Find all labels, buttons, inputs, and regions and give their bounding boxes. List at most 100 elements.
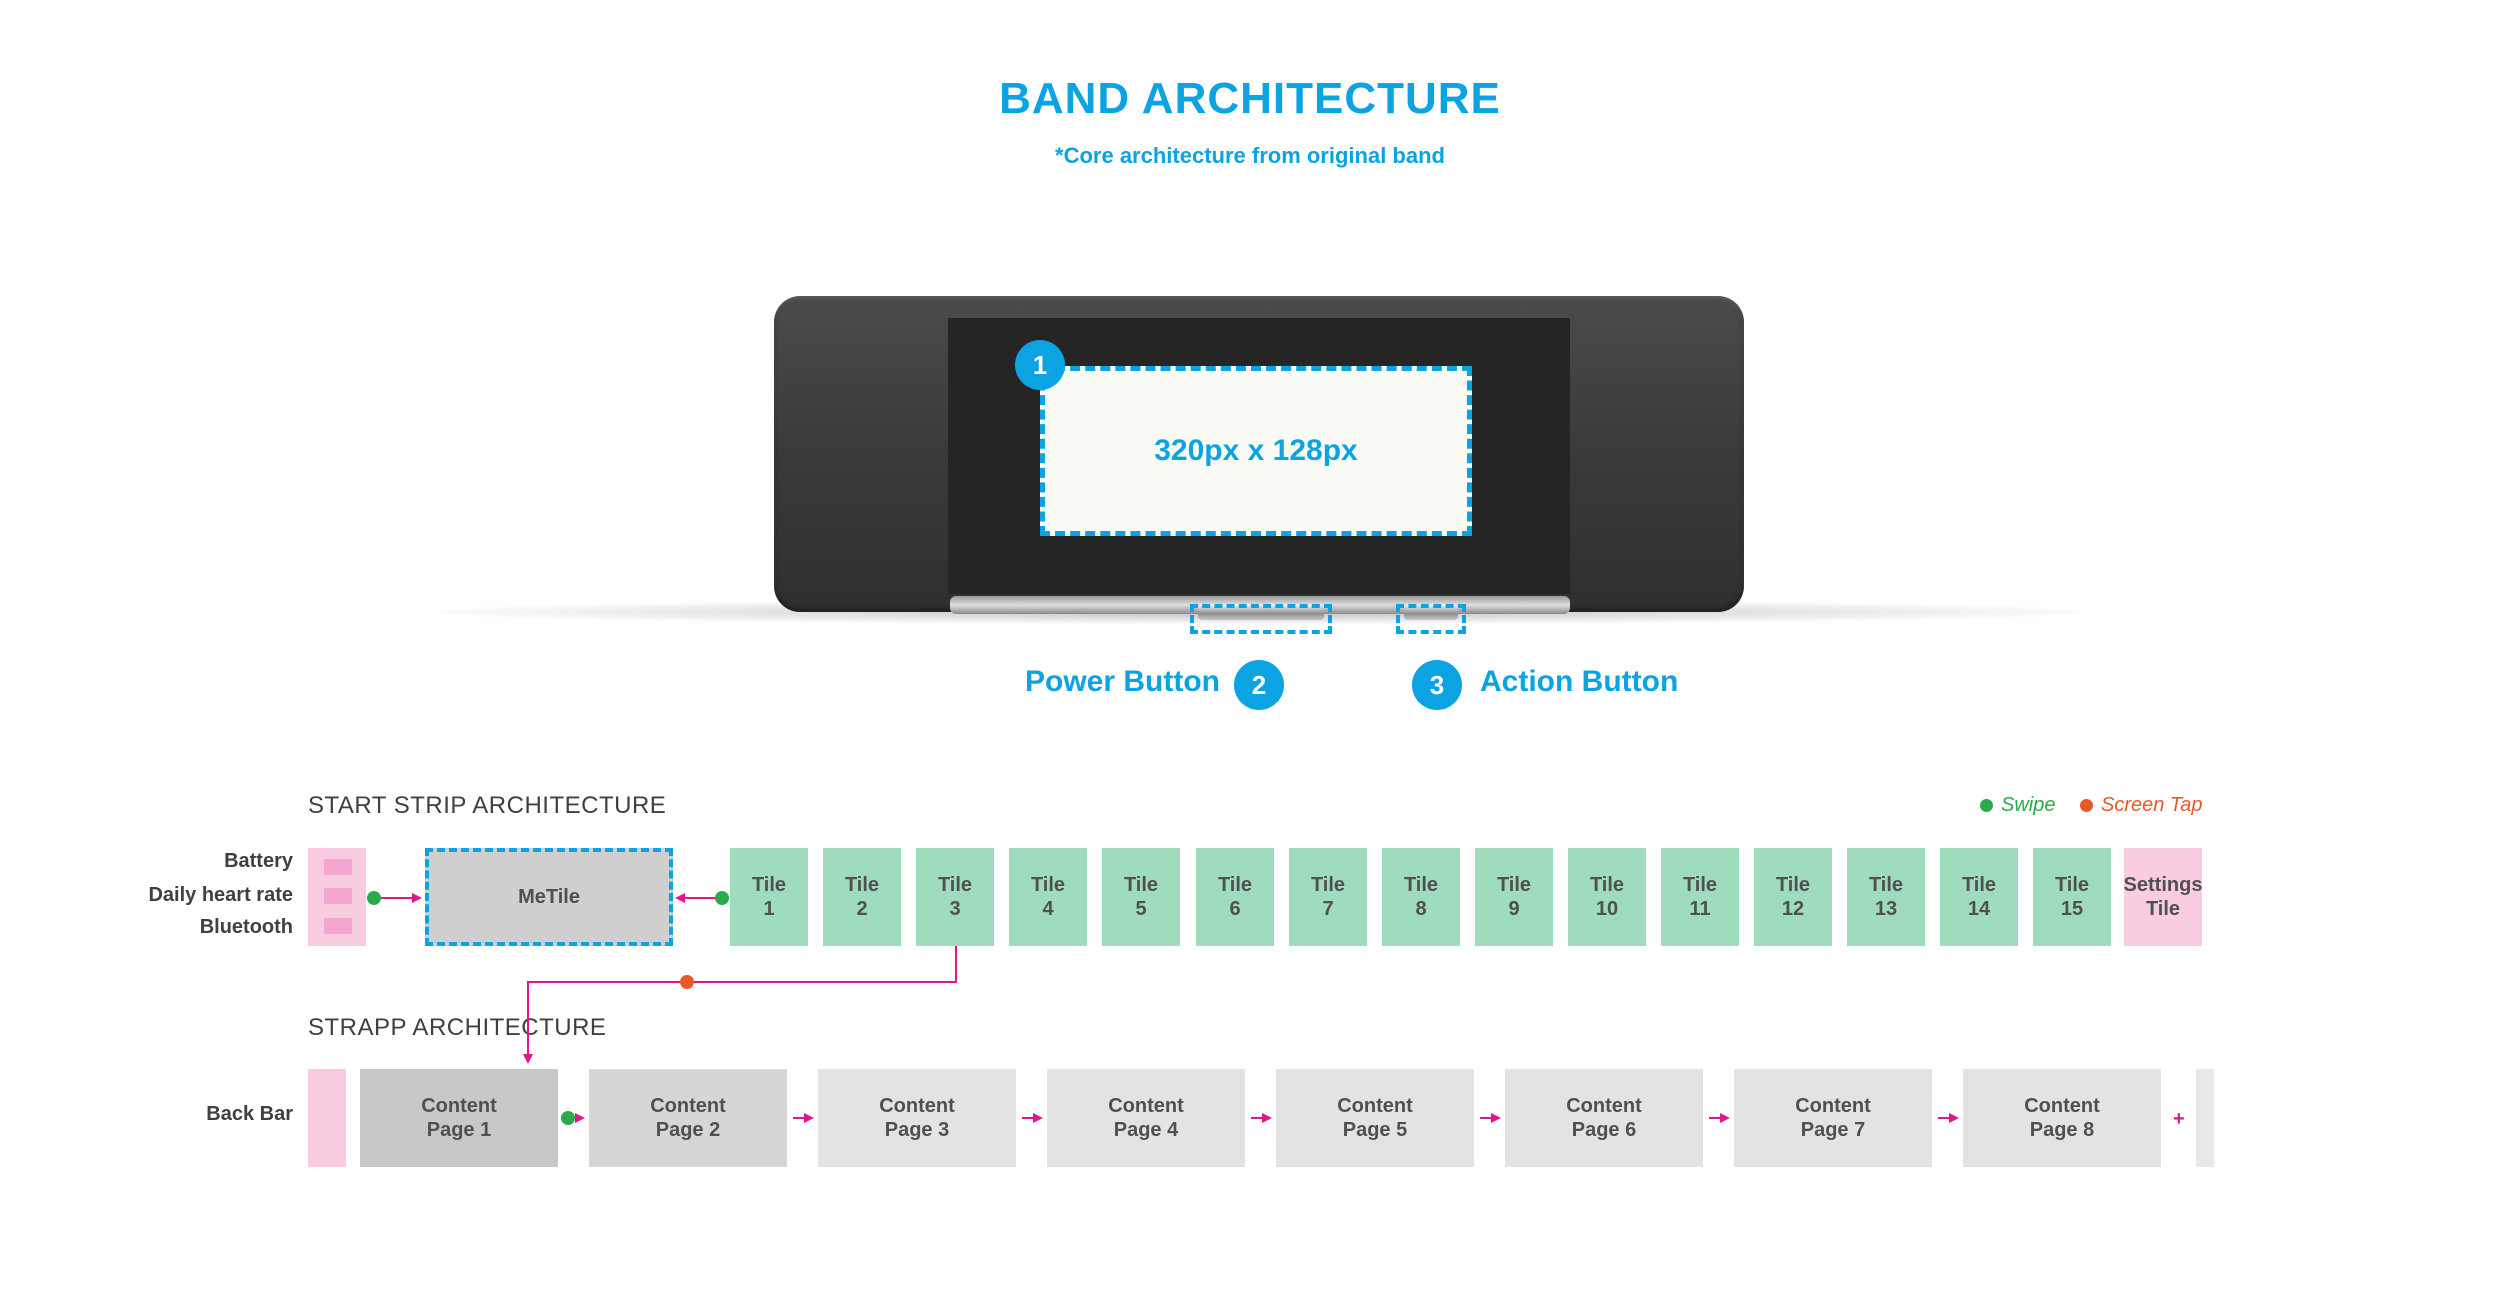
settings-tile[interactable]: Settings Tile: [2124, 848, 2202, 946]
side-label-back-bar: Back Bar: [206, 1103, 293, 1125]
legend-swipe: Swipe: [1980, 794, 2055, 817]
tile-number: 10: [1595, 898, 1619, 920]
screen-tap-dot-icon: [680, 975, 694, 989]
content-page-number: Page 4: [1113, 1119, 1179, 1141]
action-button-outline: [1396, 604, 1466, 634]
content-page-number: Page 2: [655, 1119, 721, 1141]
tile-label: Tile: [751, 874, 787, 896]
tile-label: Tile: [1868, 874, 1904, 896]
tile-label: Tile: [1682, 874, 1718, 896]
tile-label: Tile: [2054, 874, 2090, 896]
device-screen-area: 320px x 128px: [1040, 366, 1472, 536]
tile-label: Tile: [1775, 874, 1811, 896]
tiles-to-metile-connector: [675, 891, 729, 905]
tile-label: Tile: [937, 874, 973, 896]
tile-label: Tile: [1123, 874, 1159, 896]
action-button-number-badge: 3: [1412, 660, 1462, 710]
tile-number: 6: [1229, 898, 1241, 920]
back-bar[interactable]: [308, 1069, 346, 1167]
tile-number: 13: [1874, 898, 1898, 920]
start-strip-title: START STRIP ARCHITECTURE: [308, 792, 667, 819]
status-heart-rate-indicator: [324, 888, 352, 904]
tile-number: 9: [1508, 898, 1520, 920]
content-page-label: Content: [1795, 1095, 1871, 1117]
screen-tap-dot-icon: [2080, 799, 2093, 812]
swipe-dot-icon: [367, 891, 381, 905]
tile-number: 7: [1322, 898, 1334, 920]
legend-screen-tap-label: Screen Tap: [2101, 794, 2203, 816]
tile-number: 8: [1415, 898, 1427, 920]
power-button-label: Power Button: [1025, 665, 1220, 698]
content-page-number: Page 1: [426, 1119, 492, 1141]
content-page-label: Content: [650, 1095, 726, 1117]
tile-label: Tile: [1961, 874, 1997, 896]
content-page-label: Content: [421, 1095, 497, 1117]
legend-screen-tap: Screen Tap: [2080, 794, 2203, 817]
tile-number: 12: [1781, 898, 1805, 920]
action-button-label: Action Button: [1480, 665, 1679, 698]
content-page-label: Content: [1566, 1095, 1642, 1117]
tile-label: Tile: [1403, 874, 1439, 896]
status-to-metile-connector: [367, 891, 422, 905]
side-label-bluetooth: Bluetooth: [199, 916, 293, 938]
swipe-dot-icon: [715, 891, 729, 905]
side-label-daily-heart-rate: Daily heart rate: [148, 884, 293, 906]
more-pages-edge: [2196, 1069, 2214, 1167]
tile-number: 11: [1689, 898, 1711, 920]
status-battery-indicator: [324, 859, 352, 875]
side-label-battery: Battery: [224, 850, 293, 872]
tile-number: 1: [763, 898, 775, 920]
tile-label: Tile: [1030, 874, 1066, 896]
screen-size-label: 320px x 128px: [1154, 434, 1358, 467]
screen-number-badge: 1: [1015, 340, 1065, 390]
action-button-hardware: [1404, 604, 1458, 620]
tile-number: 4: [1042, 898, 1054, 920]
content-page-number: Page 5: [1342, 1119, 1408, 1141]
tile-label: Tile: [1589, 874, 1625, 896]
page-arrows: [561, 1111, 1959, 1125]
tile-label: Tile: [844, 874, 880, 896]
power-button-hardware: [1198, 604, 1324, 620]
swipe-dot-icon: [1980, 799, 1993, 812]
tile-label: Tile: [1496, 874, 1532, 896]
tile-label: Tile: [1310, 874, 1346, 896]
more-pages-symbol: +: [2173, 1108, 2185, 1130]
metile-label: MeTile: [518, 885, 580, 908]
metile[interactable]: MeTile: [425, 848, 673, 946]
tile-number: 15: [2060, 898, 2084, 920]
tile3-to-strapp-connector: [523, 946, 957, 1064]
tile-label: Tile: [1217, 874, 1253, 896]
tile-number: 5: [1135, 898, 1147, 920]
power-button-number-badge: 2: [1234, 660, 1284, 710]
page-title: BAND ARCHITECTURE: [999, 74, 1501, 123]
content-page-number: Page 7: [1800, 1119, 1866, 1141]
settings-tile-line2: Tile: [2145, 898, 2181, 920]
content-page-number: Page 3: [884, 1119, 950, 1141]
legend-swipe-label: Swipe: [2001, 794, 2056, 816]
swipe-dot-icon: [561, 1111, 575, 1125]
